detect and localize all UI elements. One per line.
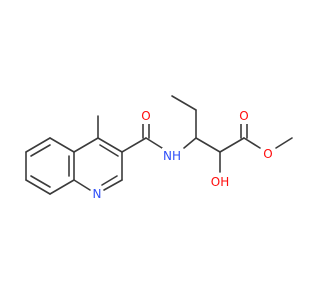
bond	[145, 137, 163, 149]
bond	[99, 144, 119, 157]
atom-background	[162, 148, 182, 164]
bond	[25, 179, 51, 195]
bond	[73, 179, 91, 191]
bond	[103, 179, 123, 191]
atom-background	[210, 174, 230, 190]
bond	[219, 137, 245, 153]
oxygen-carbonyl-amide-label: O	[141, 109, 150, 123]
bond	[121, 137, 147, 153]
nitrogen-amide-label: NH	[163, 149, 181, 163]
atom-background	[91, 186, 103, 202]
hydroxyl-group-label: OH	[211, 175, 229, 189]
bond	[275, 137, 293, 149]
atom-background	[262, 146, 274, 162]
bond	[101, 175, 118, 186]
bond	[97, 137, 123, 153]
atom-labels: O NH N O O OH	[91, 108, 274, 202]
bond	[171, 95, 197, 111]
bond	[243, 137, 261, 149]
bond	[49, 137, 75, 153]
atom-background	[238, 108, 250, 124]
bond	[195, 137, 221, 153]
bond	[30, 144, 51, 157]
bond	[73, 137, 99, 153]
bond	[183, 137, 197, 149]
bond	[49, 179, 75, 195]
bond	[30, 175, 51, 188]
molecule-structure: O NH N O O OH	[25, 95, 293, 202]
nitrogen-quinoline-label: N	[93, 187, 102, 201]
bond-lines	[25, 95, 293, 195]
oxygen-ester-carbonyl-label: O	[239, 109, 248, 123]
atom-background	[140, 108, 152, 124]
bond	[25, 137, 51, 153]
oxygen-ester-methoxy-label: O	[263, 147, 272, 161]
